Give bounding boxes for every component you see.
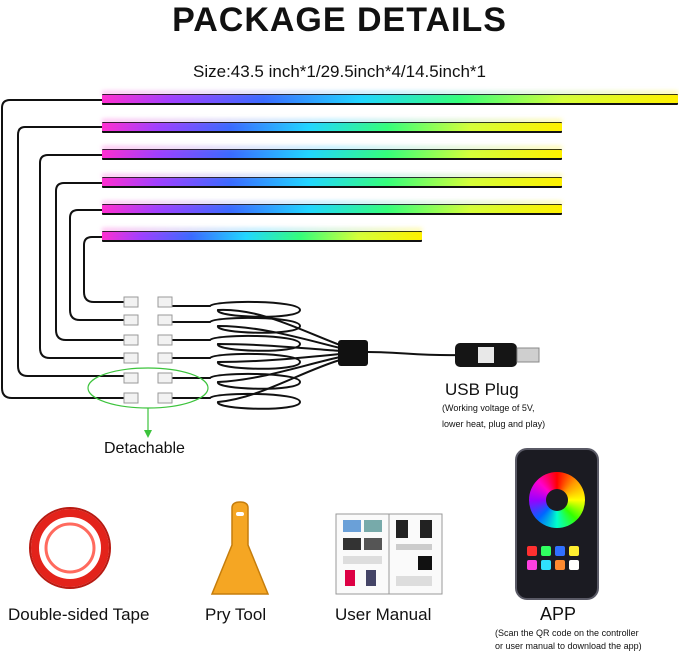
app-note-line1: (Scan the QR code on the controller: [495, 628, 639, 638]
tape-caption: Double-sided Tape: [8, 605, 150, 624]
pry-tool-caption: Pry Tool: [205, 605, 267, 624]
color-tile: [569, 560, 579, 570]
pry-tool-icon: [210, 501, 270, 595]
app-caption: APP: [540, 604, 577, 624]
color-tile: [555, 546, 565, 556]
smartphone-icon: [515, 448, 599, 600]
page-title: PACKAGE DETAILS: [172, 1, 507, 39]
led-strip-long: [102, 95, 678, 103]
usb-note-line1: (Working voltage of 5V,: [442, 403, 535, 413]
led-strip-medium-4: [102, 205, 562, 213]
color-tile: [569, 546, 579, 556]
usb-plug-label: USB Plug: [445, 380, 519, 399]
size-text: Size:43.5 inch*1/29.5inch*4/14.5inch*1: [193, 62, 486, 81]
color-tile: [527, 560, 537, 570]
color-tile: [541, 546, 551, 556]
color-tile: [527, 546, 537, 556]
color-tile: [555, 560, 565, 570]
color-wheel: [529, 472, 585, 528]
manual-caption: User Manual: [335, 605, 432, 624]
usb-plug-icon: [455, 343, 540, 367]
led-strip-short: [102, 232, 422, 240]
led-strip-medium-3: [102, 178, 562, 186]
led-strip-medium-1: [102, 123, 562, 131]
color-tile: [541, 560, 551, 570]
detachable-label: Detachable: [104, 440, 185, 457]
led-strip-medium-2: [102, 150, 562, 158]
manual-booklet-icon: [335, 513, 443, 595]
usb-note-line2: lower heat, plug and play): [442, 419, 546, 429]
tape-roll-icon: [29, 507, 111, 589]
app-note-line2: or user manual to download the app): [495, 641, 642, 651]
